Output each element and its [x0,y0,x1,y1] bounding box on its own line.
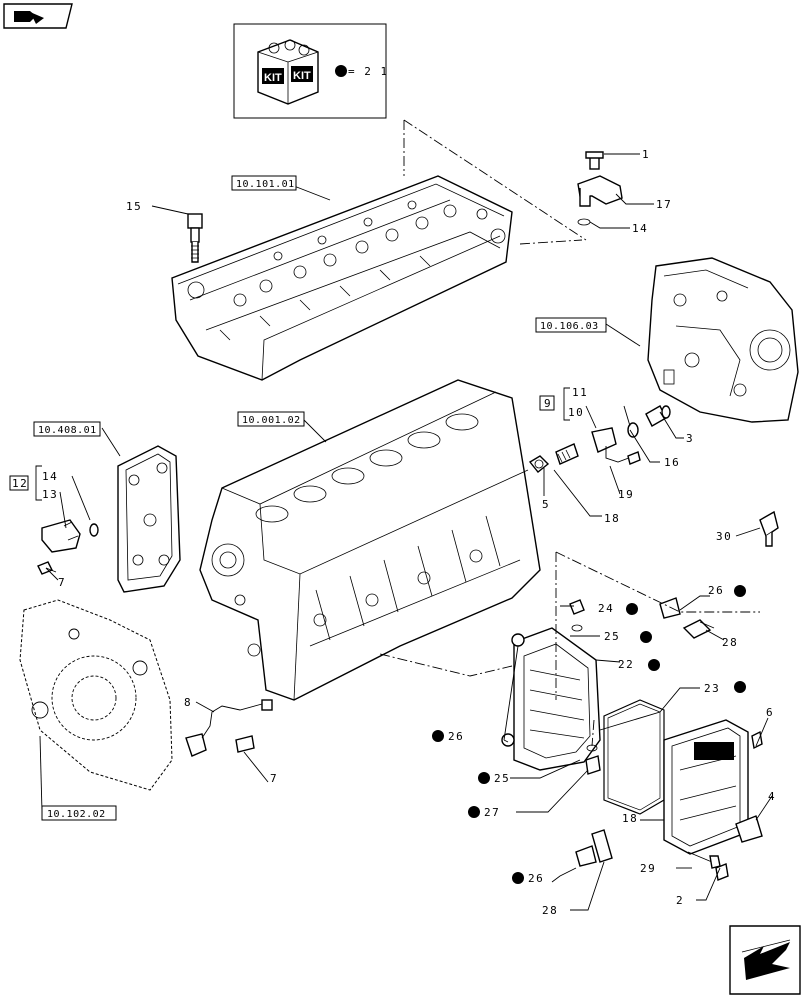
svg-text:10.001.02: 10.001.02 [242,415,301,426]
callout-7-a: 7 [58,576,66,589]
clip-30 [759,510,779,547]
callout-25-b: 25 [494,772,510,785]
cylinder-head [171,175,513,381]
callout-30: 30 [716,530,732,543]
kit-label-left: KIT [264,72,282,84]
group-12: 12 [9,465,42,501]
ref-oil-cooler[interactable]: 10.408.01 [33,421,101,437]
ecu-cooling-plate [501,627,601,771]
callout-18-a: 18 [604,512,620,525]
callout-22: 22 [618,658,634,671]
callout-27: 27 [484,806,500,819]
book-nav-icon[interactable] [3,3,73,29]
kit-bullet-icon [335,65,347,77]
callout-4: 4 [768,790,776,803]
callout-15: 15 [126,200,142,213]
svg-text:12: 12 [12,477,28,490]
speed-sensor-parts [528,405,671,473]
callout-10: 10 [568,406,584,419]
callout-26-a: 26 [708,584,724,597]
callout-24: 24 [598,602,614,615]
callout-2: 2 [676,894,684,907]
callout-5: 5 [542,498,550,511]
front-cover [19,599,173,791]
svg-text:9: 9 [544,397,552,410]
sensor-17 [577,151,623,226]
ref-timing-cover[interactable]: 10.106.03 [535,317,607,333]
crank-sensor-8 [185,699,273,757]
callout-26-c: 26 [528,872,544,885]
callout-8: 8 [184,696,192,709]
callout-26-b: 26 [448,730,464,743]
kit-legend-value: = 2 1 [348,65,389,78]
ref-engine-block[interactable]: 10.001.02 [237,411,305,427]
ref-front-cover[interactable]: 10.102.02 [41,805,117,821]
callout-11: 11 [572,386,588,399]
kit-bullet-icons [432,585,746,884]
svg-text:10.102.02: 10.102.02 [47,809,106,820]
connection-lines [379,119,760,747]
callout-6: 6 [766,706,774,719]
oil-cooler-plate [117,445,181,593]
svg-text:10.408.01: 10.408.01 [38,425,97,436]
callout-3: 3 [686,432,694,445]
callout-14-b: 14 [42,470,58,483]
engine-block [199,379,541,701]
leader-lines [39,153,773,911]
ref-cylinder-head[interactable]: 10.101.01 [231,175,297,191]
callout-1: 1 [642,148,650,161]
callout-19: 19 [618,488,634,501]
ecu-module [663,719,749,855]
fastener-parts [569,597,763,881]
gasket-23 [603,699,665,815]
callout-16: 16 [664,456,680,469]
kit-box: KIT KIT = 2 1 [233,23,389,119]
group-9: 9 [539,387,570,421]
callout-18-b: 18 [622,812,638,825]
callout-13: 13 [42,488,58,501]
callout-28-b: 28 [542,904,558,917]
svg-text:10.101.01: 10.101.01 [236,179,295,190]
kit-label-right: KIT [293,70,311,82]
svg-text:10.106.03: 10.106.03 [540,321,599,332]
next-arrow-icon[interactable] [729,925,801,995]
callout-23: 23 [704,682,720,695]
callout-labels: 15 1 17 14 11 10 3 16 19 5 18 14 13 7 30… [42,148,776,917]
callout-14-a: 14 [632,222,648,235]
callout-25-a: 25 [604,630,620,643]
callout-29: 29 [640,862,656,875]
callout-7-b: 7 [270,772,278,785]
pressure-sensor-13 [37,519,99,575]
callout-17: 17 [656,198,672,211]
callout-28-a: 28 [722,636,738,649]
timing-gear-housing [647,257,799,423]
sensor-15 [187,213,203,263]
